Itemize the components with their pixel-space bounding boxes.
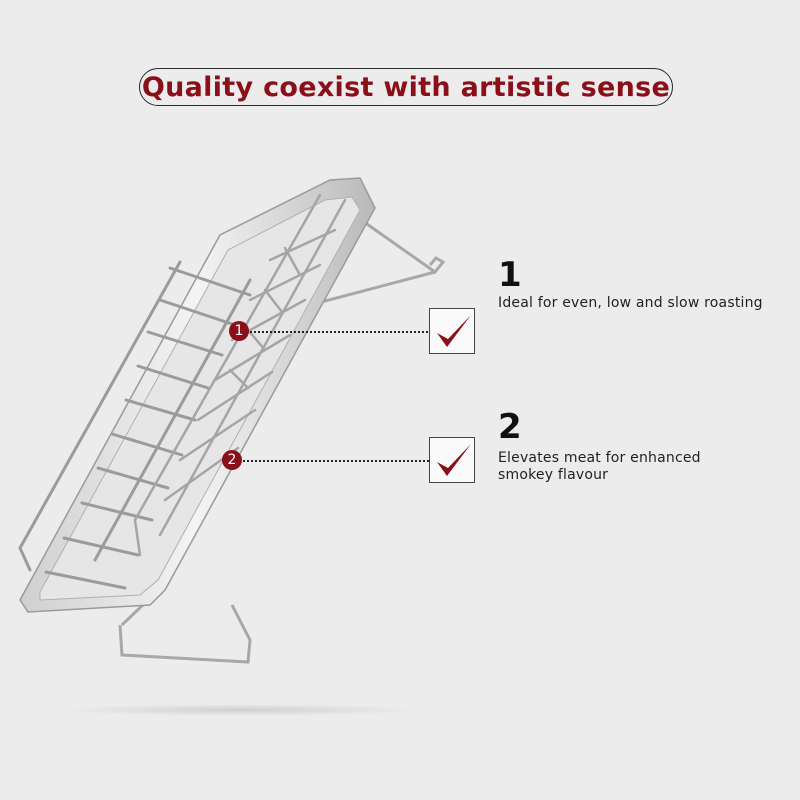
feature-1-marker: 1 bbox=[229, 321, 249, 341]
feature-2-leader-line bbox=[243, 460, 429, 462]
feature-1-number: 1 bbox=[498, 255, 522, 295]
check-mark-icon bbox=[437, 315, 471, 347]
title-banner: Quality coexist with artistic sense bbox=[139, 68, 673, 106]
feature-2-text-line2: smokey flavour bbox=[498, 467, 609, 483]
feature-1-checkbox bbox=[429, 308, 475, 354]
page-title: Quality coexist with artistic sense bbox=[141, 71, 671, 103]
feature-1-text: Ideal for even, low and slow roasting bbox=[498, 295, 763, 311]
feature-2-number: 2 bbox=[498, 407, 522, 447]
feature-1-leader-line bbox=[250, 331, 428, 333]
feature-2-checkbox bbox=[429, 437, 475, 483]
feature-2-text-line1: Elevates meat for enhanced bbox=[498, 450, 701, 466]
check-mark-icon bbox=[437, 444, 471, 476]
feature-2-text: Elevates meat for enhanced smokey flavou… bbox=[498, 450, 701, 484]
feature-2-marker: 2 bbox=[222, 450, 242, 470]
